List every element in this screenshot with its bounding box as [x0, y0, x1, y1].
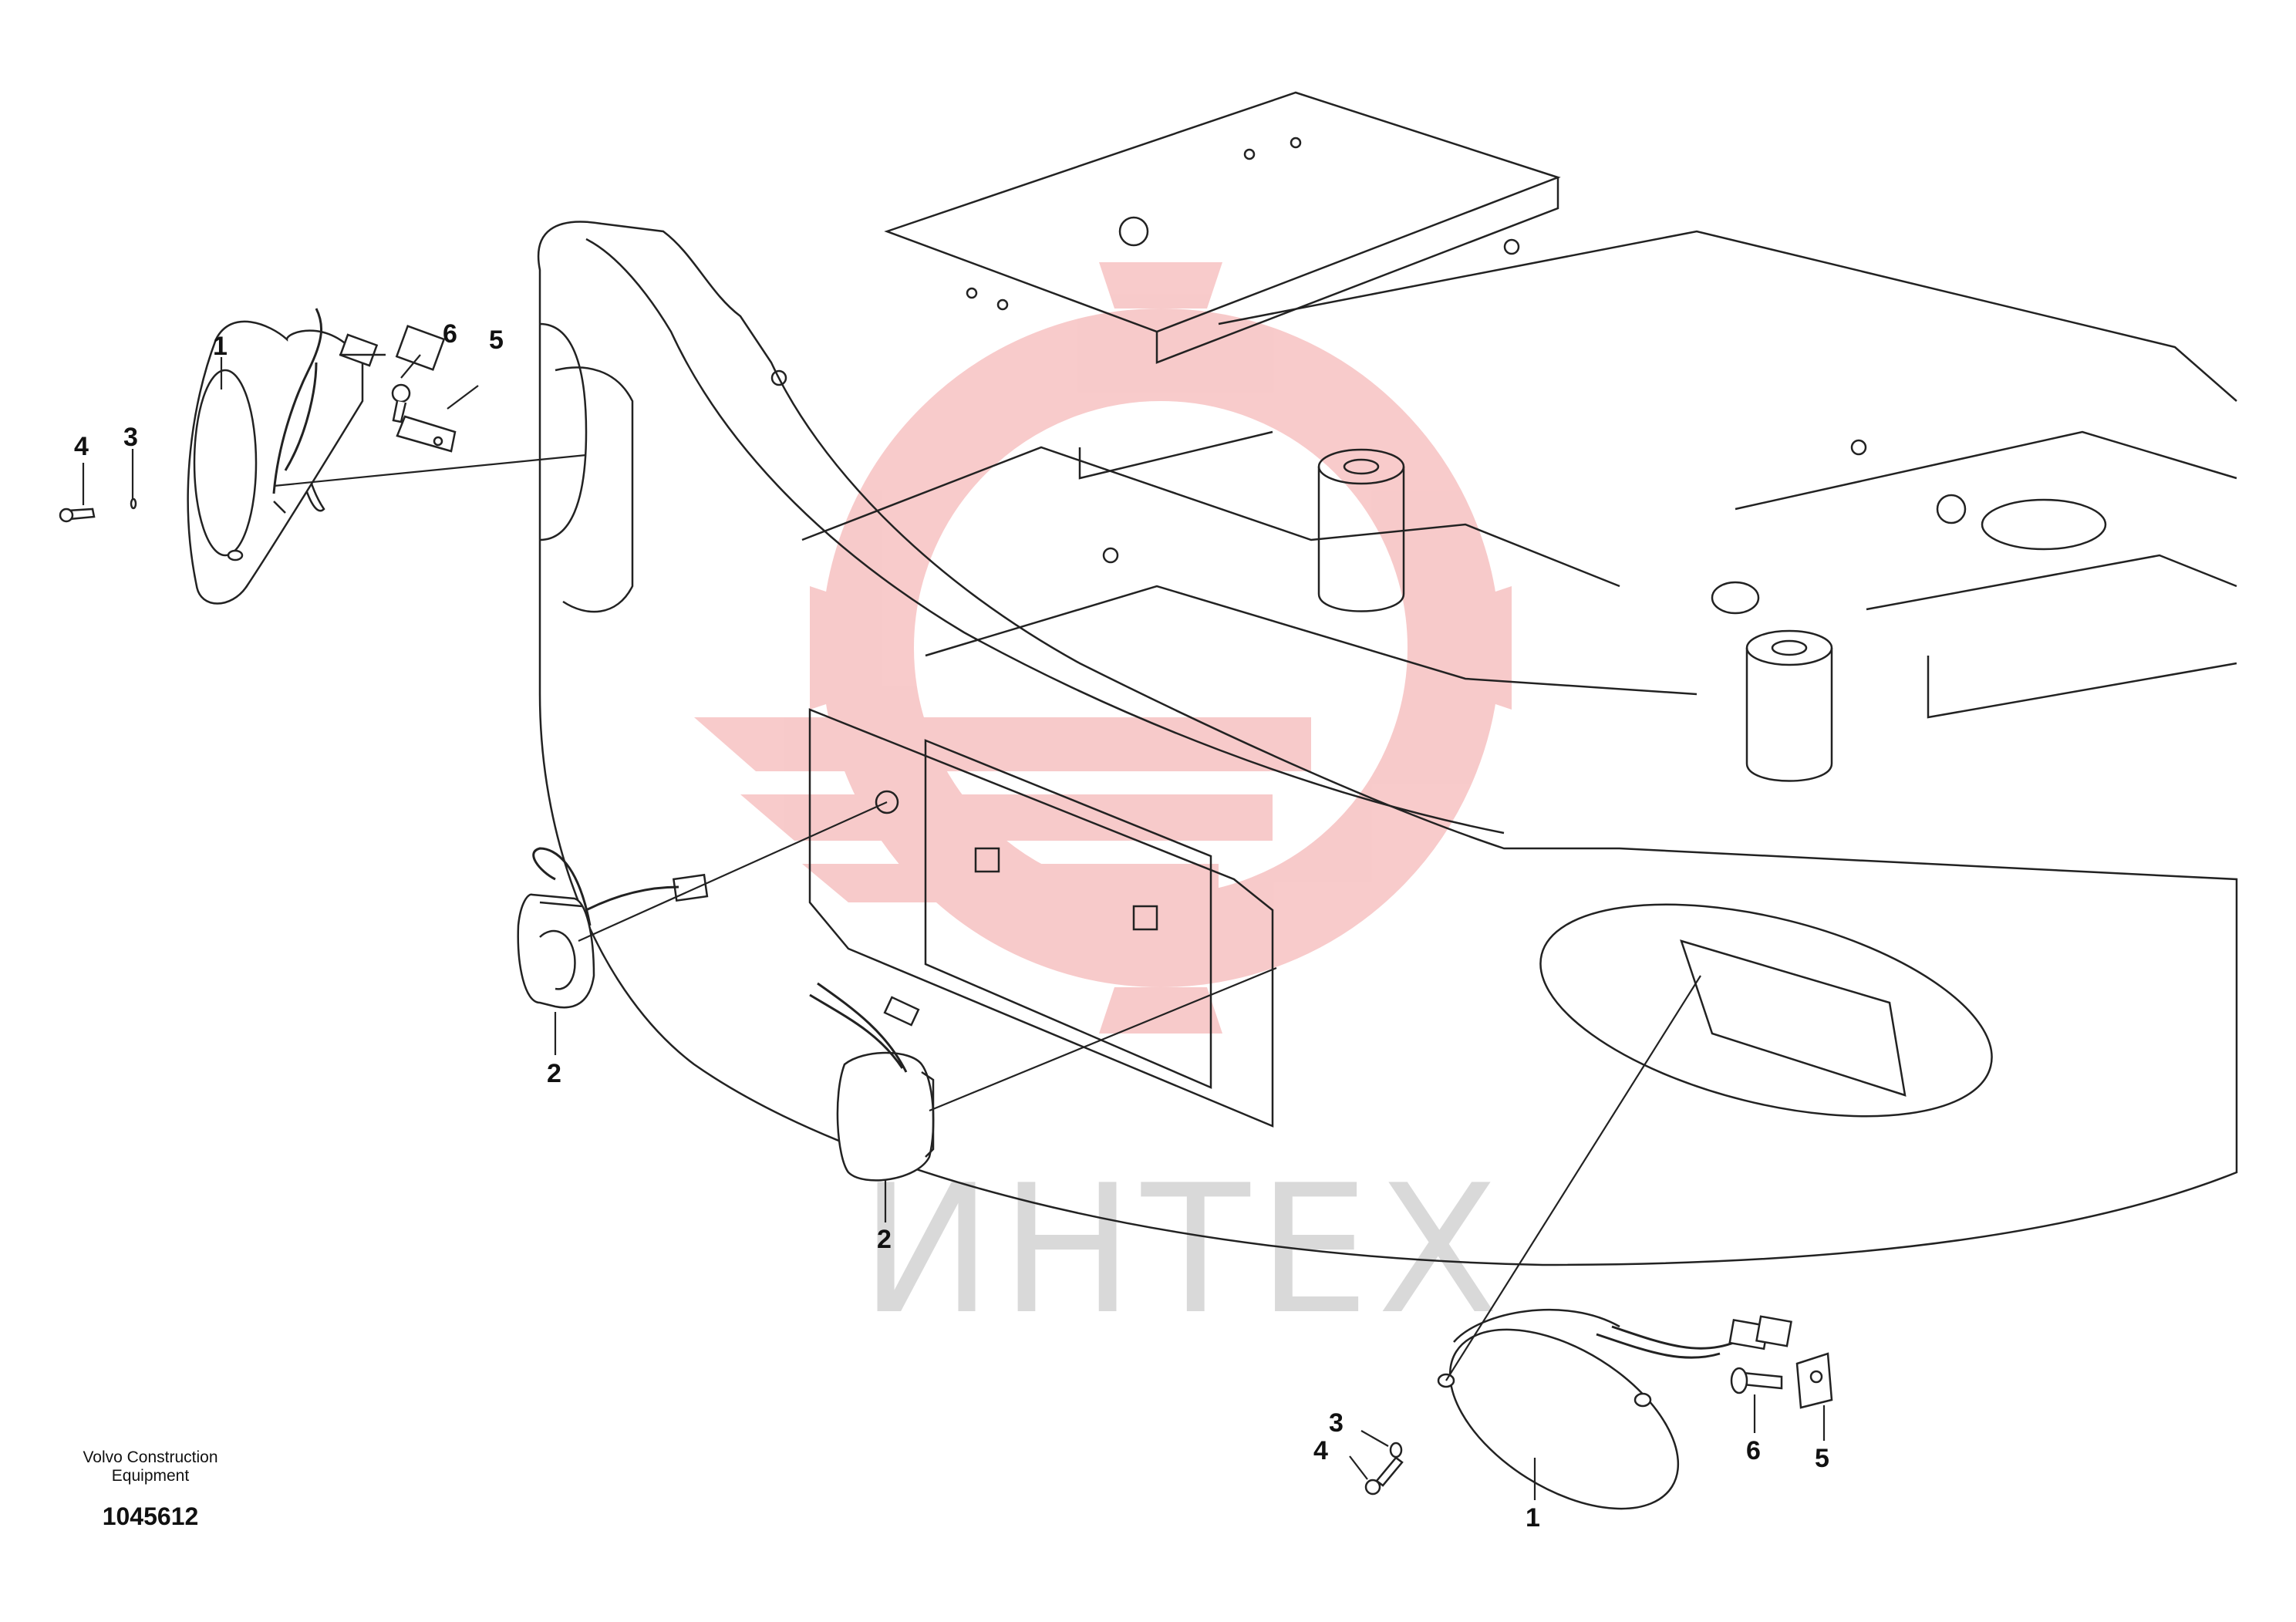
callout-2-left: 2: [547, 1059, 561, 1088]
machine-frame: [537, 91, 2238, 1266]
callout-6-left: 6: [443, 319, 457, 349]
callout-2-right: 2: [877, 1225, 892, 1254]
manufacturer-label: Volvo Construction Equipment: [83, 1448, 218, 1485]
bracket-part-5-right: [1795, 1352, 1833, 1409]
callout-4-left: 4: [74, 432, 89, 461]
lamp-part-2-right: [809, 982, 935, 1182]
drawing-footer: Volvo Construction Equipment 1045612: [46, 1448, 255, 1531]
lamp-part-1-right: [1437, 1308, 1792, 1510]
screw-part-6-right: [1730, 1367, 1783, 1394]
callout-5-right: 5: [1815, 1444, 1829, 1473]
drawing-number: 1045612: [102, 1502, 199, 1530]
lamp-part-1-left: [187, 308, 446, 605]
callout-6-right: 6: [1746, 1436, 1761, 1465]
callout-3-left: 3: [123, 423, 138, 452]
callout-3-right: 3: [1329, 1408, 1344, 1438]
leader-lines: [82, 354, 1826, 1500]
washer-part-3-right: [1389, 1442, 1403, 1458]
lamp-part-2-left: [517, 847, 709, 1009]
screw-part-4-right: [1364, 1456, 1404, 1496]
bracket-part-5-left: [396, 415, 457, 453]
callout-4-right: 4: [1313, 1436, 1328, 1465]
callout-5-left: 5: [489, 325, 504, 355]
screw-part-4-left: [59, 508, 96, 523]
watermark-text: ИНТЕХ: [860, 1148, 1506, 1354]
watermark-logo: [694, 262, 1512, 1034]
callout-1-right: 1: [1526, 1503, 1540, 1533]
screw-part-6-left: [391, 383, 411, 423]
callout-1-left: 1: [213, 332, 228, 361]
washer-part-3-left: [130, 497, 137, 510]
